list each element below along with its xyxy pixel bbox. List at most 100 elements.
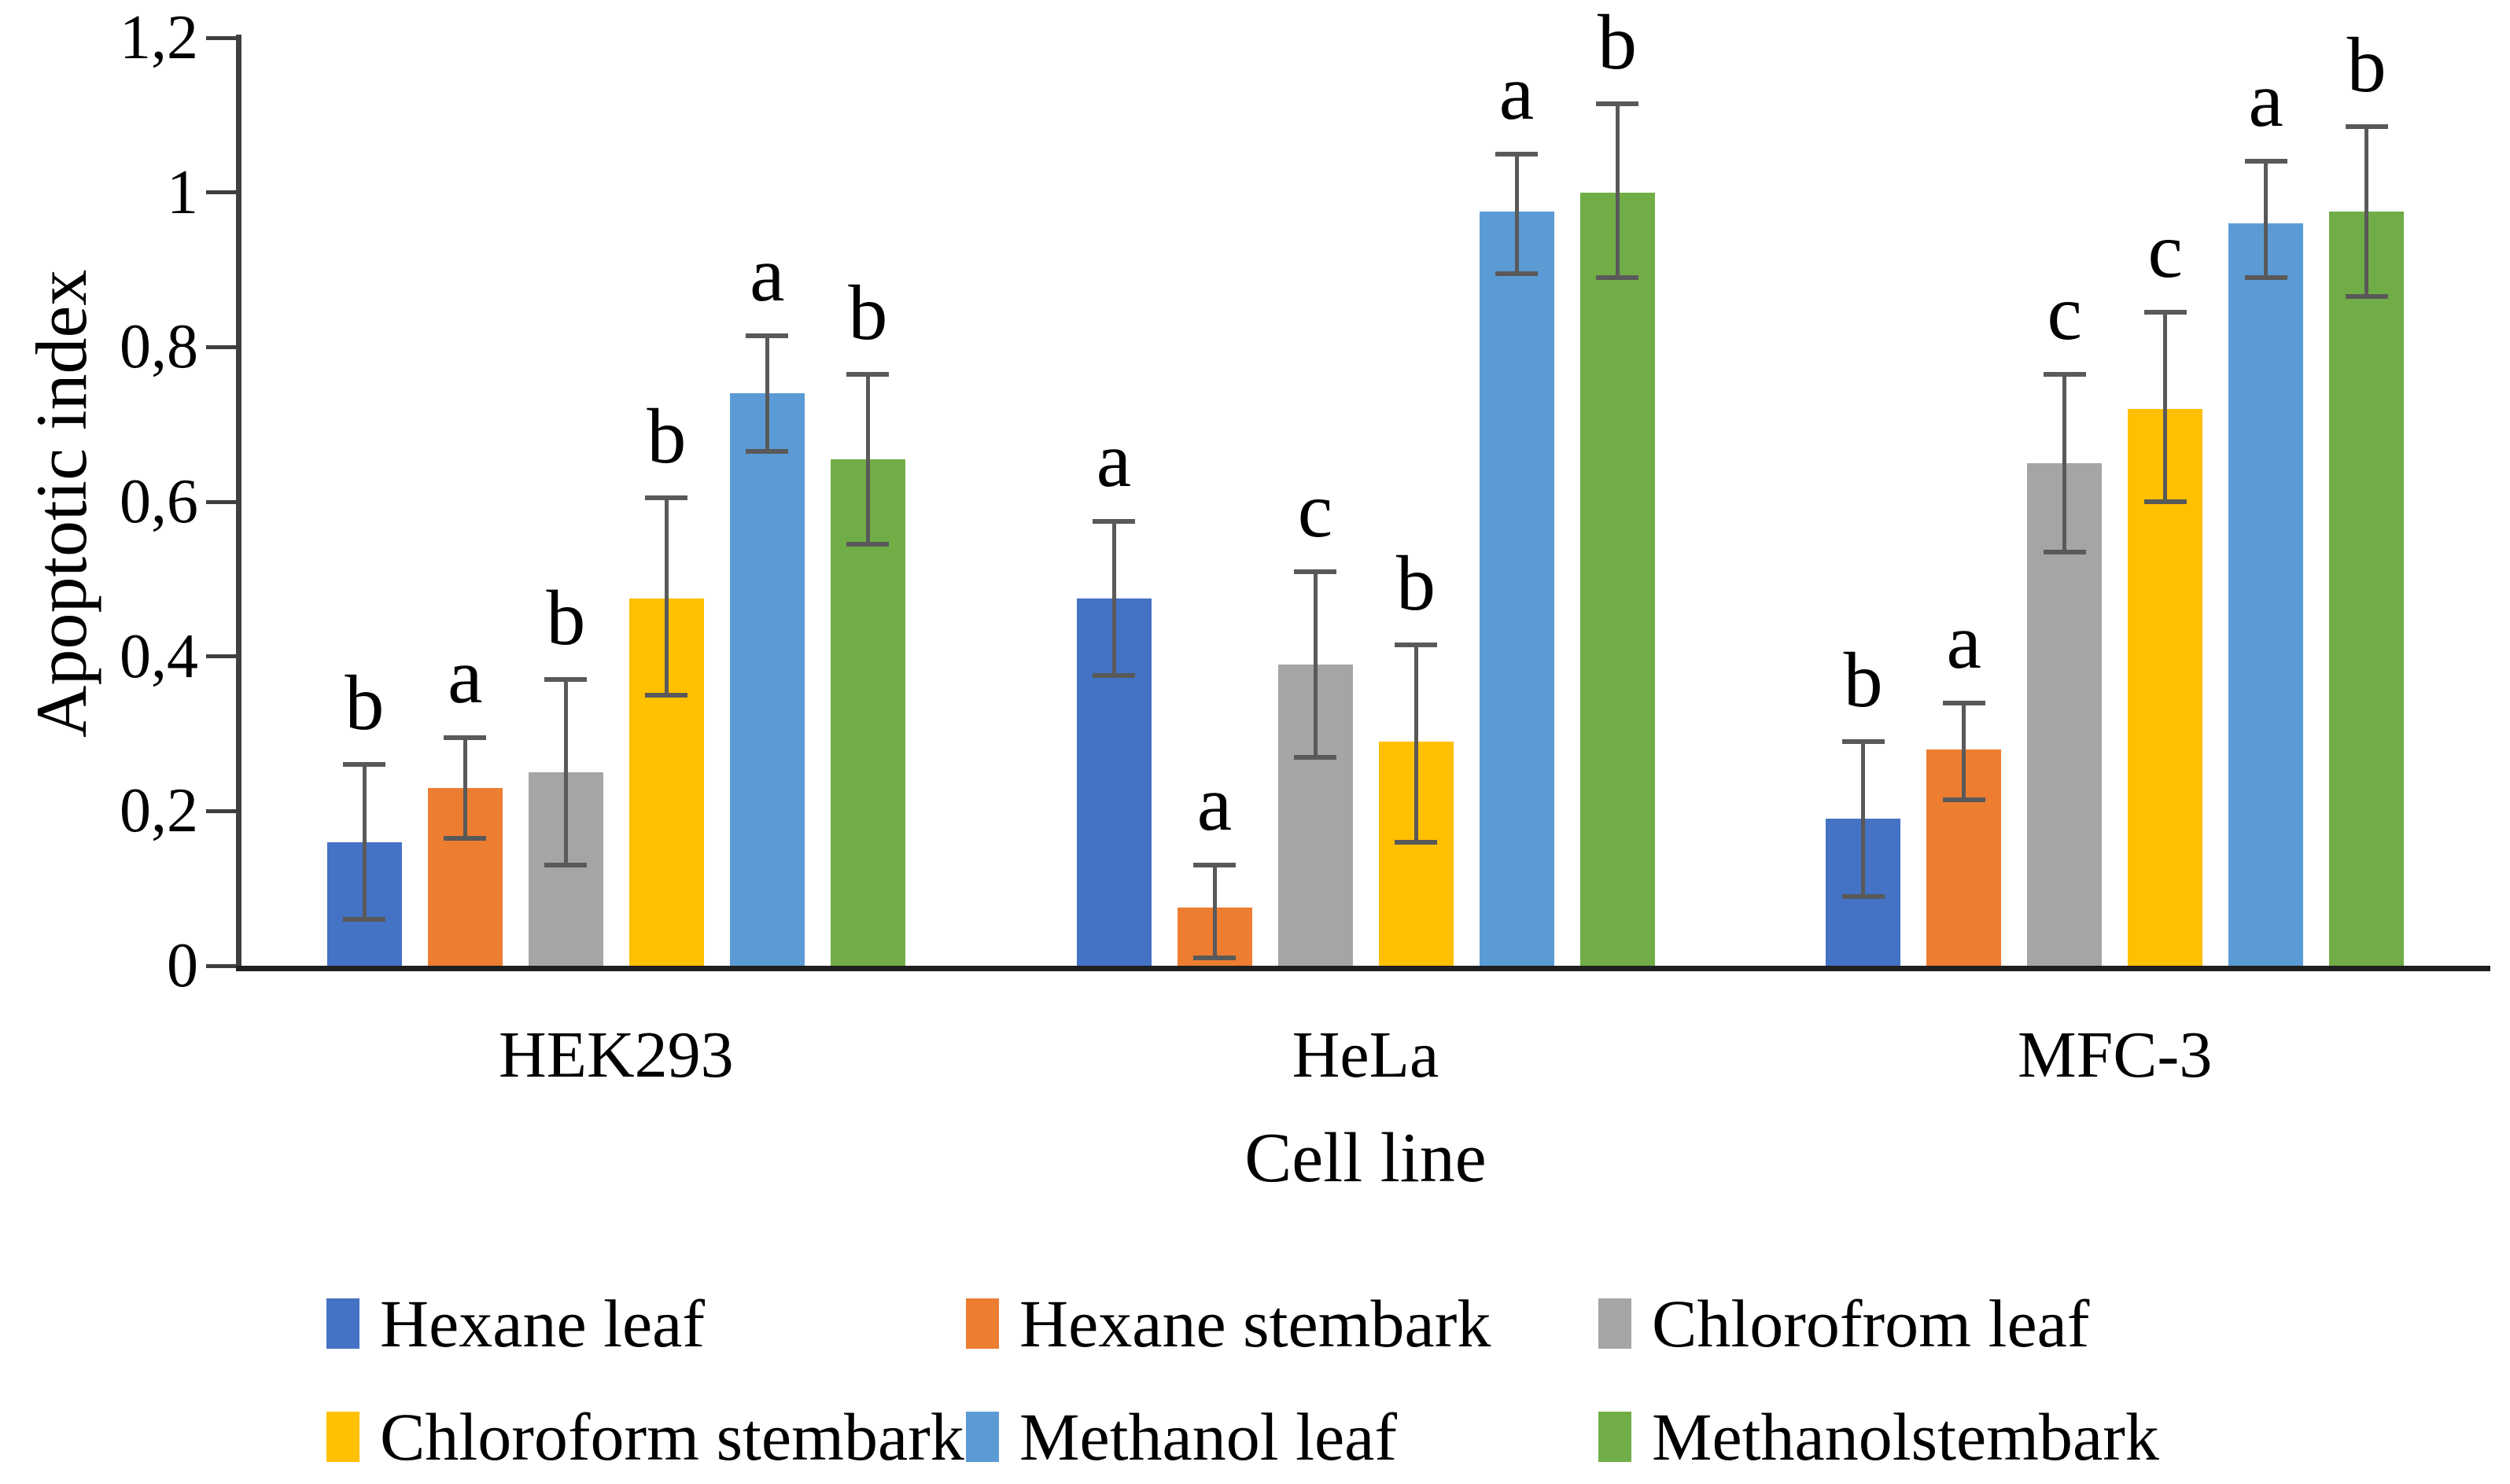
bar-MFC-3-methanol-leaf	[2228, 223, 2304, 966]
legend-item-chlorofrom-leaf: Chlorofrom leaf	[1598, 1288, 2089, 1359]
error-bar	[1111, 521, 1116, 676]
y-tick-label: 1,2	[120, 3, 198, 72]
significance-letter: a	[448, 632, 483, 720]
error-bar	[664, 498, 669, 695]
error-bar	[463, 737, 467, 838]
error-bar-cap	[1495, 271, 1538, 276]
significance-letter: b	[647, 392, 687, 481]
significance-letter: b	[1598, 0, 1637, 86]
error-bar	[2364, 127, 2369, 297]
error-bar-cap	[1495, 151, 1538, 157]
legend-swatch	[326, 1298, 359, 1349]
significance-letter: b	[848, 268, 888, 356]
error-bar-cap	[1395, 642, 1437, 647]
y-tick-label: 0,4	[120, 621, 198, 691]
bar-HeLa-methanolstembark	[1579, 192, 1655, 966]
error-bar-cap	[1193, 956, 1236, 961]
significance-letter: a	[1096, 415, 1132, 503]
error-bar-cap	[1294, 754, 1336, 760]
y-tick-label: 0	[167, 931, 198, 1000]
category-label-hek293: HEK293	[499, 1018, 734, 1092]
significance-letter: b	[1396, 539, 1436, 627]
error-bar-cap	[1596, 101, 1638, 106]
legend-label: Methanol leaf	[1019, 1399, 1397, 1475]
x-axis-line	[236, 966, 2490, 971]
legend-swatch	[966, 1412, 999, 1462]
y-tick-label: 0,6	[120, 467, 198, 536]
error-bar	[1514, 153, 1519, 274]
error-bar-cap	[2244, 159, 2287, 164]
significance-letter: b	[2346, 21, 2387, 109]
significance-letter: b	[345, 659, 385, 747]
error-bar	[1962, 702, 1966, 800]
error-bar-cap	[2043, 549, 2086, 554]
y-tick-mark	[206, 190, 236, 195]
y-tick-mark	[206, 654, 236, 659]
error-bar-cap	[1841, 893, 1885, 899]
error-bar-cap	[2143, 310, 2187, 315]
significance-letter: c	[2047, 268, 2082, 356]
error-bar-cap	[1093, 518, 1135, 524]
legend-swatch	[966, 1298, 999, 1349]
bar-MFC-3-methanolstembark	[2329, 212, 2405, 966]
error-bar-cap	[1596, 274, 1638, 280]
error-bar-cap	[2244, 274, 2287, 280]
legend-label: Chlorofrom leaf	[1652, 1286, 2090, 1361]
legend-swatch	[1598, 1412, 1631, 1462]
error-bar-cap	[746, 449, 789, 455]
y-tick-mark	[206, 344, 236, 349]
y-tick-mark	[206, 808, 236, 813]
significance-letter: b	[1843, 635, 1883, 724]
error-bar-cap	[444, 835, 487, 841]
y-tick-label: 0,2	[120, 776, 198, 846]
error-bar	[1212, 865, 1217, 959]
significance-letter: c	[1297, 466, 1333, 554]
error-bar-cap	[2143, 499, 2187, 504]
error-bar-cap	[645, 692, 688, 698]
error-bar-cap	[343, 917, 386, 922]
error-bar-cap	[1942, 700, 1985, 705]
error-bar-cap	[2043, 371, 2086, 377]
legend-label: Hexane stembark	[1019, 1286, 1491, 1361]
significance-letter: a	[1946, 597, 1981, 685]
category-label-mfc-3: MFC-3	[2017, 1018, 2213, 1092]
legend-swatch	[326, 1412, 359, 1462]
significance-letter: a	[750, 230, 785, 318]
error-bar-cap	[544, 863, 588, 868]
significance-letter: a	[1196, 760, 1233, 848]
error-bar-cap	[1395, 839, 1437, 845]
legend-label: Chloroform stembark	[380, 1399, 964, 1475]
significance-letter: c	[2147, 207, 2183, 295]
error-bar-cap	[1093, 673, 1135, 679]
bar-HeLa-methanol-leaf	[1479, 212, 1554, 966]
error-bar	[2163, 312, 2168, 502]
y-tick-mark	[206, 35, 236, 40]
legend-label: Methanolstembark	[1652, 1399, 2159, 1475]
legend-item-methanol-leaf: Methanol leaf	[966, 1401, 1397, 1472]
error-bar-cap	[2345, 294, 2388, 300]
error-bar	[1861, 741, 1866, 897]
significance-letter: a	[2248, 56, 2283, 144]
legend-label: Hexane leaf	[380, 1286, 705, 1361]
error-bar	[2062, 374, 2067, 552]
legend-item-hexane-stembark: Hexane stembark	[966, 1288, 1491, 1359]
significance-letter: a	[1498, 48, 1535, 136]
error-bar	[865, 374, 870, 545]
error-bar-cap	[846, 542, 890, 547]
error-bar-cap	[1942, 797, 1985, 802]
error-bar-cap	[645, 495, 688, 501]
x-axis-title: Cell line	[1244, 1119, 1487, 1197]
error-bar-cap	[1193, 863, 1236, 868]
error-bar-cap	[2345, 124, 2388, 130]
error-bar-cap	[544, 677, 588, 683]
y-axis-line	[236, 35, 241, 971]
error-bar-cap	[846, 371, 890, 377]
error-bar	[563, 679, 568, 866]
error-bar-cap	[746, 333, 789, 338]
error-bar	[362, 764, 367, 919]
error-bar	[1615, 103, 1620, 278]
y-tick-label: 0,8	[120, 312, 198, 382]
category-label-hela: HeLa	[1292, 1018, 1439, 1092]
y-tick-mark	[206, 499, 236, 504]
